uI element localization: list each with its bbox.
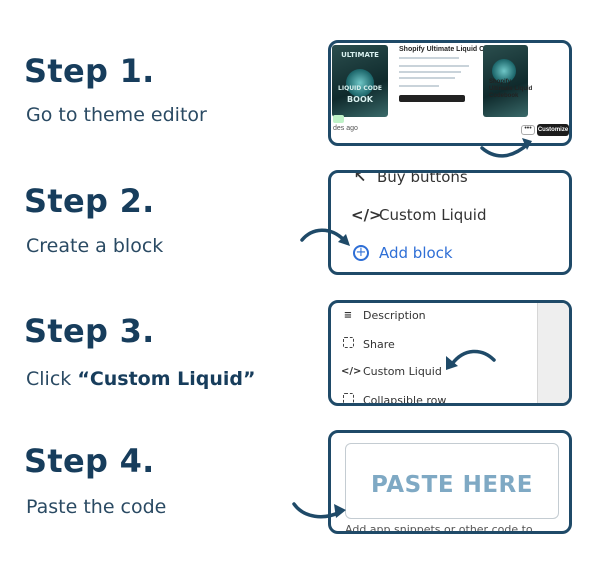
block-menu-panel: ↖ Buy buttons </> Custom Liquid + Add bl… [328, 170, 572, 275]
block-item-description[interactable]: ≡ Description [341, 309, 426, 322]
block-item-share[interactable]: Share [341, 337, 395, 351]
step-4-description: Paste the code [26, 496, 167, 518]
code-icon: </> [351, 206, 382, 224]
add-block-button[interactable]: + Add block [351, 244, 453, 262]
status-badge [333, 115, 345, 123]
step-3-title: Step 3. [24, 312, 155, 350]
step-2-title: Step 2. [24, 182, 155, 220]
block-list-panel: ≡ Description Share </> Custom Liquid Co… [328, 300, 572, 406]
plus-circle-icon: + [353, 245, 369, 261]
dashed-square-icon [341, 393, 355, 403]
step-3-description: Click “Custom Liquid” [26, 368, 256, 390]
block-item-custom-liquid[interactable]: </> Custom Liquid [341, 365, 442, 378]
theme-editor-screenshot-panel: ULTIMATE LIQUID CODE BOOK Shopify Ultima… [328, 40, 572, 146]
product-title: Shopify Ultimate Liquid Codebook [399, 46, 514, 53]
liquid-code-textarea[interactable]: PASTE HERE [345, 443, 559, 519]
dashed-square-icon [341, 337, 355, 351]
field-hint: Add app snippets or other code to [345, 523, 533, 534]
arrow-icon [480, 138, 532, 158]
menu-item-custom-liquid[interactable]: </> Custom Liquid [351, 206, 487, 224]
scroll-panel [537, 303, 569, 403]
arrow-icon [292, 502, 346, 519]
text-lines-icon: ≡ [343, 310, 353, 321]
cursor-icon: ↖ [353, 170, 367, 186]
code-icon: </> [341, 366, 362, 377]
paste-here-label: PASTE HERE [371, 472, 533, 498]
step-1-title: Step 1. [24, 52, 155, 90]
step-2-description: Create a block [26, 235, 164, 257]
add-to-cart-preview [399, 95, 465, 102]
arrow-icon [300, 228, 350, 246]
menu-item-buy-buttons[interactable]: ↖ Buy buttons [349, 170, 468, 186]
step-1-description: Go to theme editor [26, 104, 207, 126]
block-item-collapsible-row[interactable]: Collapsible row [341, 393, 446, 403]
arrow-icon [446, 349, 496, 370]
product-cover-image: ULTIMATE LIQUID CODE BOOK [332, 45, 388, 117]
custom-liquid-editor-panel: PASTE HERE Add app snippets or other cod… [328, 430, 572, 534]
customize-button[interactable]: Customize [537, 124, 569, 136]
step-4-title: Step 4. [24, 442, 155, 480]
product-cover-thumbnail [483, 45, 528, 117]
more-actions-button[interactable]: ••• [521, 125, 535, 135]
updated-time: des ago [333, 125, 358, 132]
